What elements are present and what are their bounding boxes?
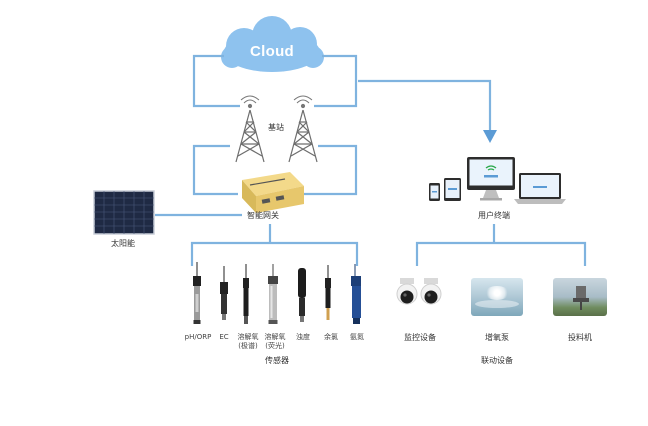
- tablet-icon: [444, 178, 461, 201]
- connector-lines: [155, 54, 587, 266]
- sensor-label-do-polarographic: 溶解氧 (极谱): [238, 333, 259, 351]
- solar-label: 太阳能: [111, 239, 135, 248]
- tower-icon: [235, 109, 265, 163]
- feeder-machine-photo: [553, 278, 607, 316]
- connector-cloud-right: [314, 54, 358, 108]
- connector-cloud-left: [192, 54, 240, 108]
- cloud-icon: [221, 16, 324, 72]
- sensor-probe-icon: [268, 264, 278, 324]
- arrow-down-icon: [483, 130, 497, 143]
- connector-tower-right: [300, 144, 358, 196]
- device-label-monitoring: 监控设备: [404, 333, 436, 342]
- sensor-label-do-fluorescent: 溶解氧 (荧光): [265, 333, 286, 351]
- sensor-label-ec: EC: [219, 333, 228, 342]
- sensor-label-residual-chlorine: 余氯: [324, 333, 338, 342]
- user-terminal-label: 用户终端: [478, 211, 510, 220]
- devices-group-label: 联动设备: [481, 356, 513, 365]
- sensor-probe-icon: [243, 264, 249, 324]
- sensor-label-text: pH/ORP: [184, 333, 212, 341]
- aerator-pump-photo: [471, 278, 523, 316]
- sensor-label-text: 溶解氧: [237, 333, 259, 341]
- gateway-label: 智能网关: [247, 211, 279, 220]
- signal-waves-icon: [240, 95, 260, 109]
- sensor-probe-icon: [298, 268, 306, 322]
- sensor-label-text: 余氯: [324, 333, 338, 341]
- sensor-label-ph-orp: pH/ORP: [185, 333, 212, 342]
- base-station-label: 基站: [268, 123, 284, 132]
- sensor-probe-icon: [351, 264, 361, 324]
- connector-tower-left: [192, 144, 238, 196]
- device-label-feeder: 投料机: [568, 333, 592, 342]
- connector-devices-bus: [415, 241, 587, 266]
- device-label-aerator: 增氧泵: [485, 333, 509, 342]
- sensor-probe-icon: [193, 262, 201, 324]
- sensor-probe-icon: [325, 265, 331, 320]
- sensor-label-sub: (极谱): [238, 342, 258, 350]
- tower-icon: [288, 109, 318, 163]
- sensor-label-text: EC: [219, 333, 229, 341]
- sensor-label-text: 氨氮: [350, 333, 364, 341]
- sensor-label-turbidity: 浊度: [296, 333, 310, 342]
- signal-waves-icon: [293, 95, 313, 109]
- sensor-label-sub: (荧光): [265, 342, 285, 350]
- connector-cloud-terminal: [358, 79, 492, 130]
- sensors-group-label: 传感器: [265, 356, 289, 365]
- sensor-label-text: 浊度: [296, 333, 310, 341]
- dome-camera-icon: [396, 278, 418, 305]
- gateway-device-icon: [242, 172, 304, 213]
- dome-camera-icon: [420, 278, 442, 305]
- solar-panel-icon: [93, 190, 155, 235]
- sensor-label-ammonia: 氨氮: [350, 333, 364, 342]
- smartphone-icon: [429, 183, 440, 201]
- cloud-label: Cloud: [250, 43, 294, 60]
- monitor-icon: [467, 157, 515, 201]
- sensor-probe-icon: [220, 266, 228, 320]
- laptop-icon: [514, 173, 566, 204]
- sensor-label-text: 溶解氧: [264, 333, 286, 341]
- connector-sensors-bus: [190, 241, 359, 266]
